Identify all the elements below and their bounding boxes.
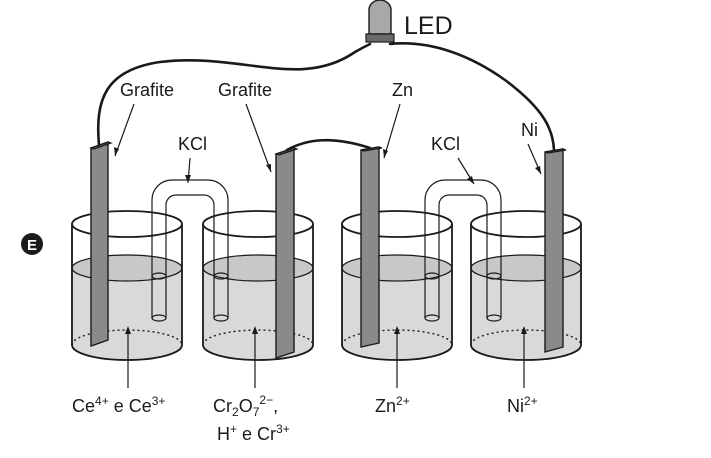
salt-bridge-right-level-2 <box>486 272 502 280</box>
wire-grafite2-to-zn <box>285 138 372 152</box>
sol3-zn-charge: 2+ <box>396 394 410 408</box>
beaker-4-rim <box>470 210 582 238</box>
arrowhead-grafite-1 <box>114 147 119 156</box>
arrowhead-ni <box>535 166 541 174</box>
arrowhead-solution-4 <box>521 326 527 334</box>
sol3-zn: Zn <box>375 396 396 416</box>
salt-bridge-right-end-1 <box>424 314 440 322</box>
beaker-2-rim <box>202 210 314 238</box>
beaker-2-bottom-front <box>202 344 314 361</box>
sol2-dichromate-charge: 2− <box>259 393 273 407</box>
salt-bridge-left-level-2 <box>213 272 229 280</box>
salt-bridge-left-level-1 <box>151 272 167 280</box>
arrowhead-solution-1 <box>125 326 131 334</box>
sol1-conjunction: e <box>109 396 129 416</box>
label-zn: Zn <box>392 80 413 100</box>
salt-bridge-left-inner <box>165 194 215 318</box>
label-grafite-2: Grafite <box>218 80 272 100</box>
electrode-zn-body <box>360 146 380 348</box>
arrow-zn <box>383 103 401 159</box>
led-base <box>365 33 395 43</box>
sol2-cr3: Cr <box>257 424 276 444</box>
beaker-3-rim <box>341 210 453 238</box>
beaker-2-liquid <box>203 268 313 360</box>
wire-led-to-ni <box>388 42 556 152</box>
sol1-ce-b: Ce <box>129 396 152 416</box>
sol2-h-charge: + <box>230 422 237 436</box>
arrow-grafite-2 <box>245 103 272 173</box>
sol2-cr: Cr <box>213 396 232 416</box>
arrowhead-zn <box>383 149 388 158</box>
label-kcl-right: KCl <box>431 134 460 154</box>
sol2-cr3-charge: 3+ <box>276 422 290 436</box>
label-solution-2-line-1: Cr2O72−, <box>213 393 278 419</box>
electrode-grafite-1 <box>89 141 113 347</box>
arrowhead-kcl-right <box>467 176 474 184</box>
sol2-o: O <box>239 396 253 416</box>
label-grafite-1: Grafite <box>120 80 174 100</box>
sol2-cr-count: 2 <box>232 405 239 419</box>
arrowhead-solution-3 <box>394 326 400 334</box>
option-badge: E <box>21 233 43 255</box>
label-ni: Ni <box>521 120 538 140</box>
salt-bridge-right-outer <box>424 179 502 318</box>
electrode-grafite-2-body <box>275 147 295 359</box>
sol2-h: H <box>217 424 230 444</box>
electrode-grafite-1-body <box>90 141 109 347</box>
salt-bridge-right-end-2 <box>486 314 502 322</box>
beaker-1-bottom-front <box>71 344 183 361</box>
sol2-comma: , <box>273 396 278 416</box>
sol1-ce-a-charge: 4+ <box>95 394 109 408</box>
sol4-ni-charge: 2+ <box>524 394 538 408</box>
electrode-grafite-1-top <box>89 141 113 150</box>
salt-bridge-left-end-2 <box>213 314 229 322</box>
wire-grafite1-to-led <box>97 42 372 147</box>
label-solution-4: Ni2+ <box>507 394 538 416</box>
label-kcl-left: KCl <box>178 134 207 154</box>
electrode-ni-body <box>544 148 564 353</box>
arrow-grafite-1 <box>114 103 135 157</box>
sol2-o-count: 7 <box>253 405 260 419</box>
salt-bridge-left <box>151 179 229 322</box>
option-badge-circle <box>21 233 43 255</box>
label-solution-2-line-2: H+ e Cr3+ <box>217 422 290 444</box>
electrode-grafite-2 <box>274 147 299 359</box>
sol1-ce-a: Ce <box>72 396 95 416</box>
salt-bridge-right <box>424 179 502 322</box>
beaker-1-rim <box>71 210 183 238</box>
electrode-ni <box>544 148 567 353</box>
arrowhead-kcl-left <box>185 175 191 183</box>
electrode-zn-top <box>360 146 383 152</box>
arrowhead-solution-2 <box>252 326 258 334</box>
beaker-4-bottom-front <box>470 344 582 361</box>
beaker-2 <box>202 210 314 361</box>
beaker-3-liquid-surface <box>341 254 453 282</box>
salt-bridge-left-outer <box>151 179 229 318</box>
label-solution-1: Ce4+ e Ce3+ <box>72 394 165 416</box>
arrowhead-grafite-2 <box>266 164 271 172</box>
electrode-zn <box>360 146 383 348</box>
option-letter: E <box>27 237 37 254</box>
salt-bridge-right-level-1 <box>424 272 440 280</box>
led-label: LED <box>404 12 453 40</box>
salt-bridge-right-inner <box>438 194 488 318</box>
sol4-ni: Ni <box>507 396 524 416</box>
label-solution-3: Zn2+ <box>375 394 410 416</box>
led-dome <box>368 0 392 35</box>
sol1-ce-b-charge: 3+ <box>152 394 166 408</box>
salt-bridge-left-end-1 <box>151 314 167 322</box>
electrode-ni-top <box>544 148 567 154</box>
beaker-2-liquid-surface <box>202 254 314 282</box>
sol2-conjunction: e <box>237 424 257 444</box>
led-icon <box>365 0 395 43</box>
